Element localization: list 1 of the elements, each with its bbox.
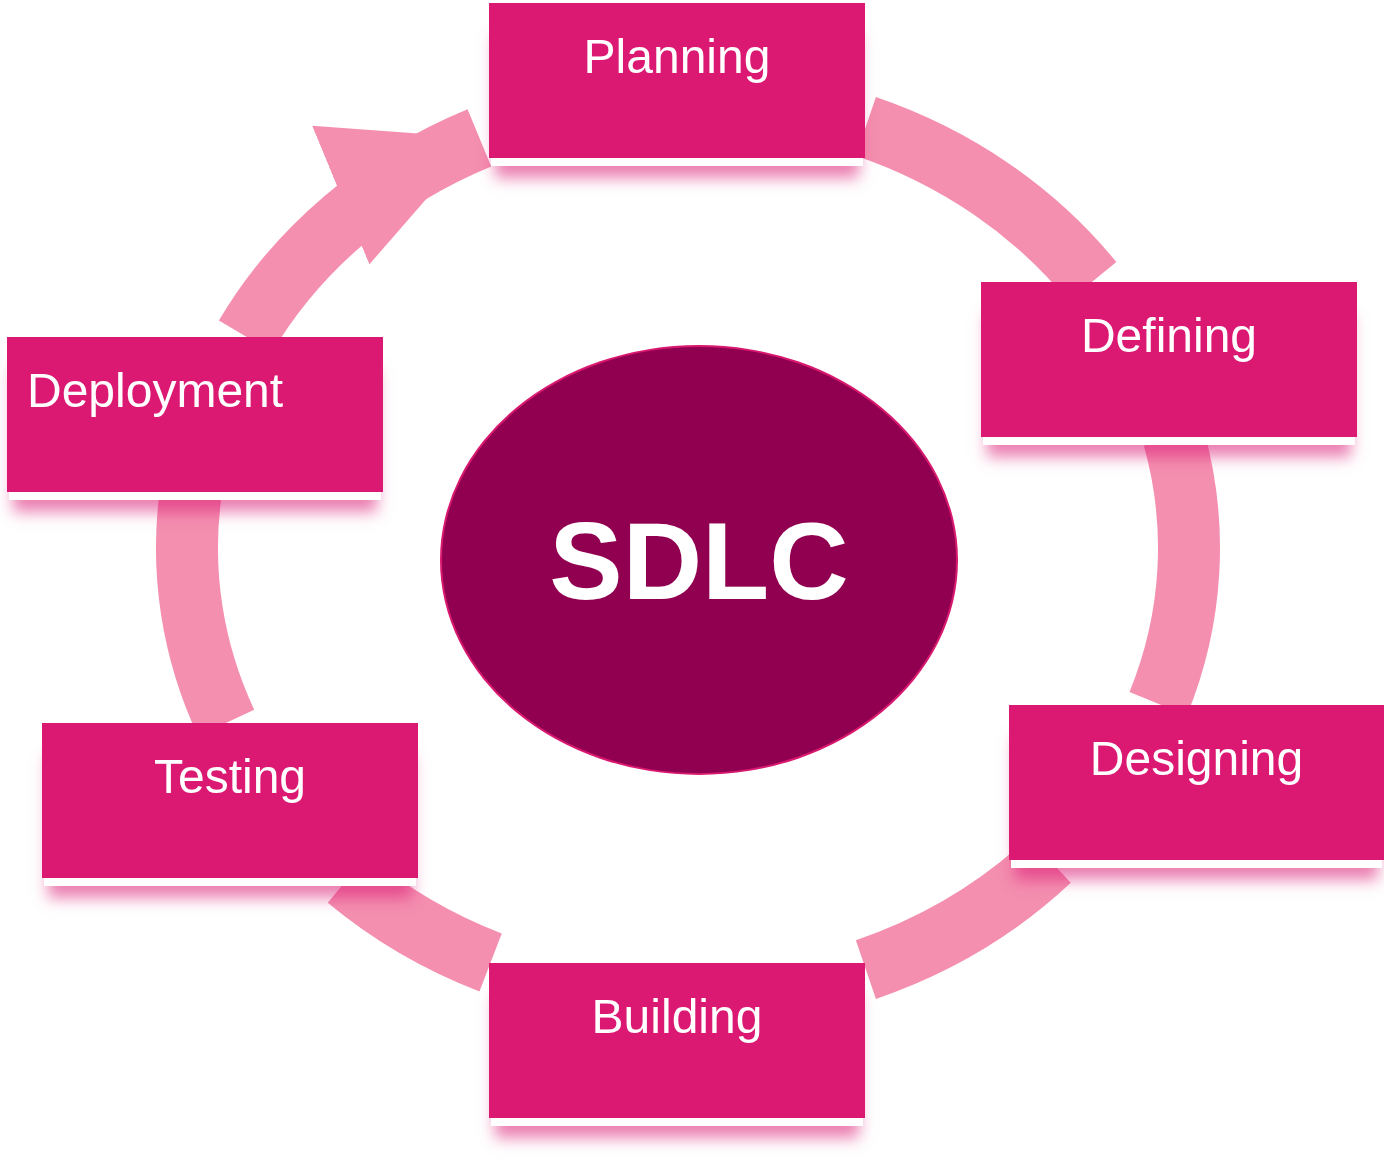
center-ellipse: SDLC <box>440 345 958 775</box>
